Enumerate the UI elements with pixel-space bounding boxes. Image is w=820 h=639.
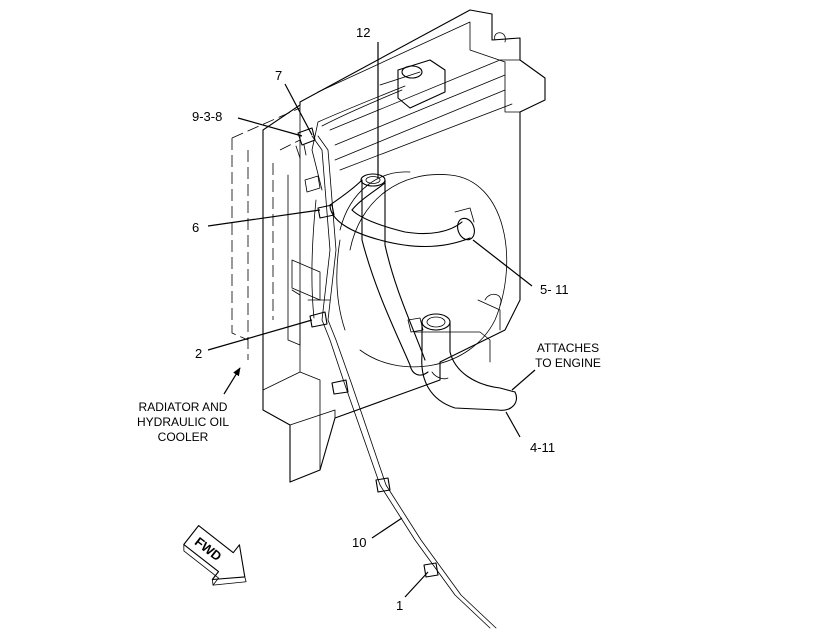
callouts: 12 7 9-3-8 6 5- 11 2 4-11 10 1 [192,25,569,613]
leader-2 [207,319,313,351]
leader-1 [404,571,429,598]
callout-5-11: 5- 11 [540,282,569,297]
callout-2: 2 [195,346,202,361]
radiator-housing [262,9,546,483]
radiator-note-line3: COOLER [158,430,209,444]
leader-10 [371,517,403,539]
callout-10: 10 [352,535,366,550]
overflow-tubes [295,85,497,629]
leader-4-11 [505,411,521,438]
lower-hose [421,313,517,411]
callout-4-11: 4-11 [530,440,555,455]
notes: ATTACHES TO ENGINE RADIATOR AND HYDRAULI… [137,341,601,444]
leader-radiator [223,367,241,395]
attaches-note-line1: ATTACHES [537,341,599,355]
leader-5-11 [472,239,533,287]
callout-6: 6 [192,220,199,235]
fwd-label: FWD [192,534,225,564]
callout-1: 1 [396,598,403,613]
leader-attaches [511,369,536,391]
coolant-tube [360,173,429,376]
callout-9-3-8: 9-3-8 [192,109,222,124]
cooler-core-dashed [231,107,301,365]
leader-7 [284,83,313,136]
callout-7: 7 [275,68,282,83]
upper-hose [329,179,475,248]
leader-6 [207,209,321,227]
fwd-arrow: FWD [183,525,247,586]
radiator-note-line2: HYDRAULIC OIL [137,415,229,429]
attaches-note-line2: TO ENGINE [535,356,601,370]
leader-9-3-8 [237,117,303,137]
callout-12: 12 [356,25,370,40]
radiator-note-line1: RADIATOR AND [139,400,228,414]
leader-lines [207,42,536,598]
